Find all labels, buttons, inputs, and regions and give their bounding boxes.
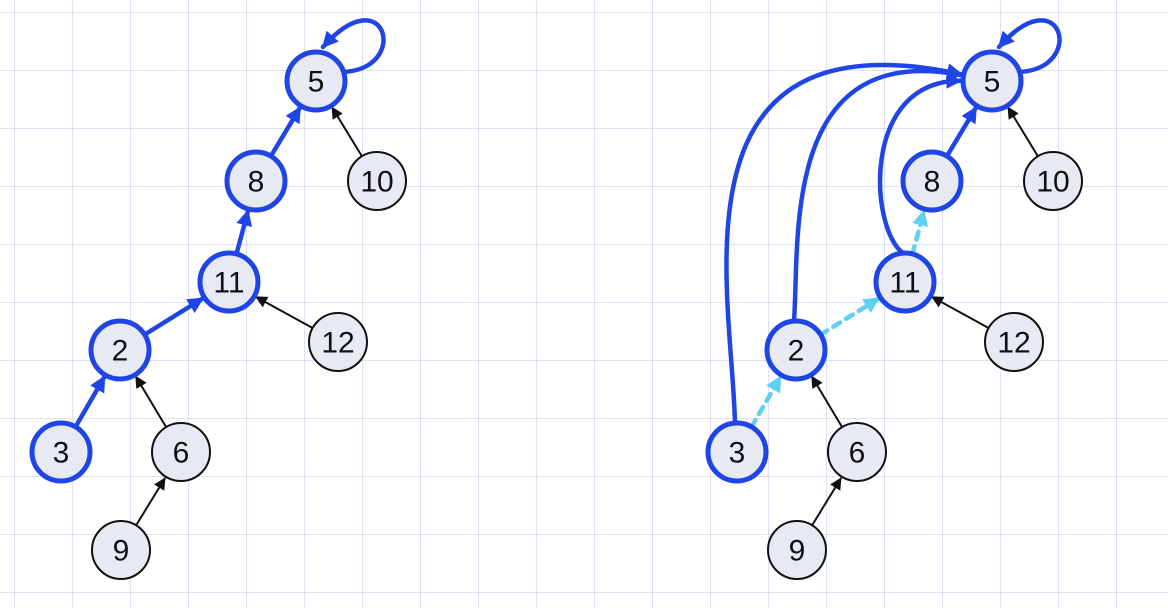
edge-6-to-2 (134, 375, 168, 429)
edge-9-to-6 (135, 477, 166, 527)
node-8-label: 8 (924, 166, 941, 199)
node-3-label: 3 (729, 437, 746, 470)
node-8-label: 8 (248, 166, 265, 199)
edge-12-to-11 (255, 295, 314, 330)
node-2: 2 (88, 318, 152, 382)
node-5: 5 (960, 49, 1024, 113)
edge-8-to-5 (944, 105, 979, 159)
node-2-label: 2 (788, 335, 805, 368)
edge-5-to-5 (320, 18, 386, 75)
node-6-circle (151, 422, 211, 482)
before-compression-tree: 5 8 10 11 12 2 3 6 9 (29, 18, 407, 580)
node-12-label: 12 (321, 327, 354, 360)
node-10-circle (347, 151, 407, 211)
node-12-label: 12 (997, 327, 1030, 360)
edge-11-to-5 (877, 72, 964, 256)
node-3-circle (705, 420, 769, 484)
edge-11-to-8 (234, 208, 253, 257)
node-6-label: 6 (173, 437, 190, 470)
node-9-label: 9 (113, 535, 130, 568)
edge-3-to-2 (73, 374, 107, 430)
edge-8-to-5 (268, 105, 303, 159)
node-3-circle (29, 420, 93, 484)
edge-6-to-2 (810, 375, 844, 429)
node-5-label: 5 (308, 66, 325, 99)
edge-3-to-5 (724, 62, 964, 426)
node-10-label: 10 (1036, 166, 1069, 199)
node-9-label: 9 (789, 535, 806, 568)
node-5-circle (284, 49, 348, 113)
node-12: 12 (984, 312, 1044, 372)
edge-9-to-6 (811, 477, 842, 527)
node-11: 11 (197, 250, 261, 314)
node-8: 8 (900, 149, 964, 213)
node-3: 3 (705, 420, 769, 484)
node-6-label: 6 (849, 437, 866, 470)
node-8-circle (224, 149, 288, 213)
node-6-circle (827, 422, 887, 482)
node-12: 12 (308, 312, 368, 372)
node-9-circle (91, 520, 151, 580)
node-2-label: 2 (112, 335, 129, 368)
node-12-circle (308, 312, 368, 372)
node-9: 9 (91, 520, 151, 580)
edge-12-to-11 (931, 295, 990, 330)
node-11-circle (197, 250, 261, 314)
edge-2-to-11 (142, 296, 205, 337)
edge-3-to-2 (749, 374, 783, 430)
node-2-circle (764, 318, 828, 382)
edge-2-to-5 (791, 64, 964, 324)
edge-5-to-5 (996, 18, 1062, 75)
node-11-label: 11 (213, 267, 244, 300)
node-12-circle (984, 312, 1044, 372)
node-8-circle (900, 149, 964, 213)
node-11: 11 (873, 250, 937, 314)
edge-10-to-5 (1007, 106, 1039, 158)
node-5-circle (960, 49, 1024, 113)
node-3-label: 3 (53, 437, 70, 470)
node-8: 8 (224, 149, 288, 213)
node-9-circle (767, 520, 827, 580)
node-10-label: 10 (360, 166, 393, 199)
edge-10-to-5 (331, 106, 363, 158)
node-3: 3 (29, 420, 93, 484)
node-5: 5 (284, 49, 348, 113)
after-compression-tree: 5 8 10 11 12 2 3 6 9 (705, 18, 1083, 580)
node-10: 10 (347, 151, 407, 211)
node-2-circle (88, 318, 152, 382)
node-10: 10 (1023, 151, 1083, 211)
node-11-label: 11 (889, 267, 920, 300)
node-11-circle (873, 250, 937, 314)
edge-11-to-8 (910, 208, 929, 257)
node-10-circle (1023, 151, 1083, 211)
node-6: 6 (827, 422, 887, 482)
edge-2-to-11 (818, 296, 881, 337)
node-2: 2 (764, 318, 828, 382)
node-9: 9 (767, 520, 827, 580)
node-5-label: 5 (984, 66, 1001, 99)
node-6: 6 (151, 422, 211, 482)
